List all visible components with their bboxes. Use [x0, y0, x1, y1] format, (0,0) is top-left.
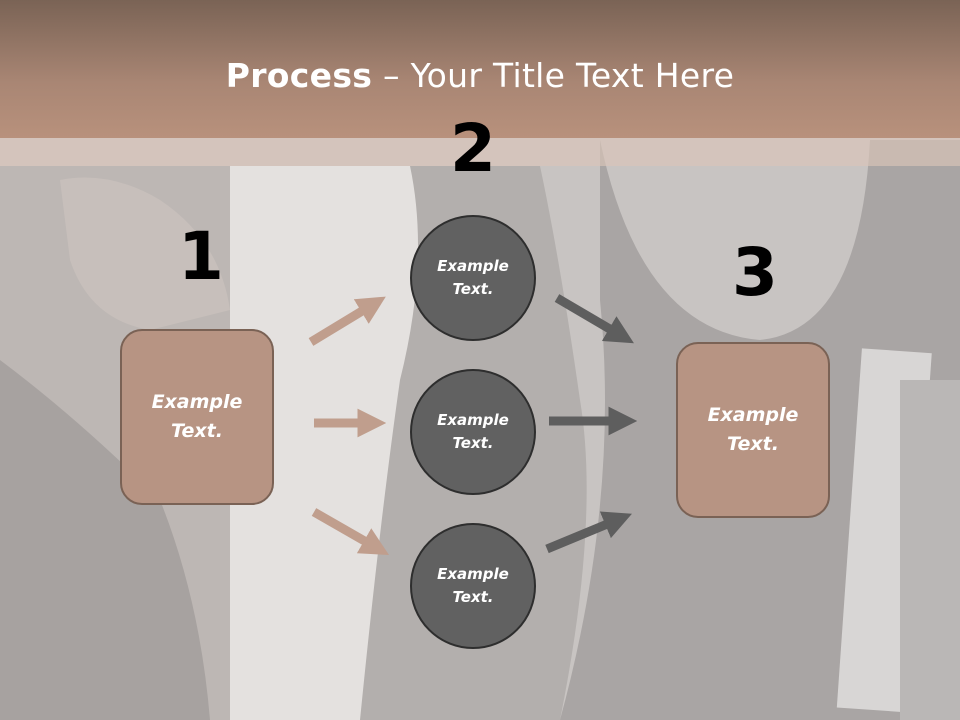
arrow-1-to-2a: [308, 296, 386, 346]
title-bold: Process: [225, 56, 373, 95]
arrow-2c-to-3: [545, 511, 632, 554]
circle-2-text-line-2: Text.: [452, 434, 494, 452]
step-1-text-line-2: Text.: [171, 420, 223, 442]
arrow-1-to-2c: [311, 508, 390, 556]
step-3-number: 3: [732, 234, 778, 311]
step-3-text-line-1: Example: [707, 404, 799, 426]
arrow-2a-to-3: [554, 294, 634, 344]
circle-3-text-line-1: Example: [437, 565, 509, 583]
slide-title: Process – Your Title Text Here: [0, 56, 960, 96]
title-band: [0, 0, 960, 138]
title-band-shadow: [0, 138, 960, 166]
circle-1-text-line-1: Example: [437, 257, 509, 275]
circle-3-text-line-2: Text.: [452, 588, 494, 606]
circle-1-text-line-2: Text.: [452, 280, 494, 298]
step-3-text-line-2: Text.: [727, 433, 779, 455]
step-1-text-line-1: Example: [151, 391, 243, 413]
circle-2-text-line-1: Example: [437, 411, 509, 429]
step-2-number: 2: [450, 110, 496, 187]
title-rest: – Your Title Text Here: [372, 56, 735, 95]
step-1-number: 1: [178, 218, 224, 295]
